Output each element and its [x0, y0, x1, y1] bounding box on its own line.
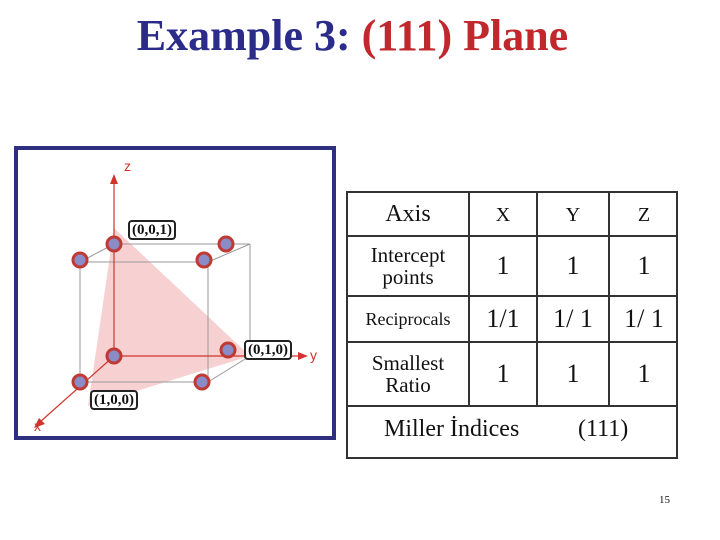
title-main: Example 3: — [136, 11, 362, 60]
intercept-tag-z: (0,0,1) — [128, 220, 176, 240]
x-arrow — [34, 418, 45, 428]
miller-table: Axis X Y Z Intercept points 1 1 1 Recipr… — [346, 191, 678, 459]
miller-plane — [88, 228, 250, 406]
table-cell: 1 — [637, 359, 651, 389]
grid-line — [348, 295, 678, 297]
intercept-tag-y: (0,1,0) — [244, 340, 292, 360]
header-axis-label: Axis — [385, 201, 431, 228]
grid-line — [468, 193, 470, 407]
atom — [71, 373, 89, 391]
row-label-reciprocals: Reciprocals — [365, 308, 451, 329]
miller-indices-label: Miller İndices — [384, 416, 520, 442]
atom — [105, 347, 123, 365]
y-axis-label: y — [310, 347, 317, 363]
header-col-z: Z — [637, 203, 651, 226]
atoms — [71, 235, 237, 391]
miller-indices-value: (111) — [578, 416, 629, 442]
grid-line — [348, 341, 678, 343]
table-cell: 1 — [566, 359, 580, 389]
table-cell: 1 — [566, 251, 580, 281]
atom — [219, 341, 237, 359]
grid-line — [608, 193, 610, 407]
table-cell: 1 — [496, 251, 510, 281]
atom — [193, 373, 211, 391]
cube-svg — [34, 174, 308, 428]
x-axis-label: x — [34, 418, 41, 434]
header-col-y: Y — [565, 203, 581, 226]
table-cell: 1/ 1 — [553, 304, 593, 334]
header-col-x: X — [495, 203, 511, 226]
slide-title: Example 3: (111) Plane — [0, 10, 705, 61]
title-accent: (111) Plane — [361, 11, 569, 60]
z-arrow — [110, 174, 118, 184]
table-cell: 1 — [496, 359, 510, 389]
intercept-tag-x: (1,0,0) — [90, 390, 138, 410]
atom — [71, 251, 89, 269]
table-cell: 1/1 — [486, 304, 520, 334]
row-label-smallest-ratio: Smallest Ratio — [371, 350, 445, 397]
z-axis-label: z — [124, 158, 131, 174]
grid-line — [348, 235, 678, 237]
cube-diagram: z y x (0,0,1) (0,1,0) (1,0,0) — [14, 146, 336, 440]
grid-line — [348, 405, 678, 407]
row-label-intercept: Intercept points — [370, 242, 446, 289]
page-number: 15 — [659, 494, 670, 506]
y-arrow — [298, 352, 308, 360]
atom — [105, 235, 123, 253]
table-cell: 1/ 1 — [624, 304, 664, 334]
atom — [195, 251, 213, 269]
atom — [217, 235, 235, 253]
grid-line — [536, 193, 538, 407]
table-cell: 1 — [637, 251, 651, 281]
